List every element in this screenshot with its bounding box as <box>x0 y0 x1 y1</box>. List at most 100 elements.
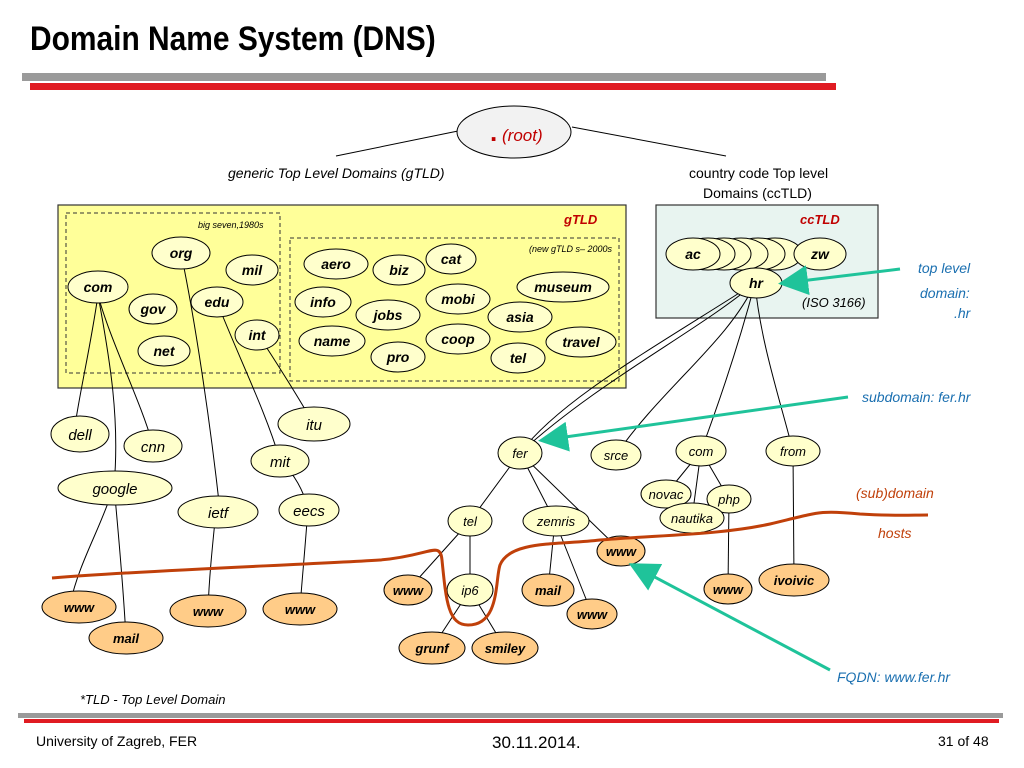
node-zemris <box>522 505 590 537</box>
node-fer-label: fer <box>512 446 528 461</box>
footnote: *TLD - Top Level Domain <box>80 692 226 707</box>
cctld-nodes: ac zw hr <box>665 237 847 299</box>
annotation-fqdn: FQDN: www.fer.hr <box>837 669 951 685</box>
node-hr-label: hr <box>749 275 765 291</box>
host-www-google-label: www <box>64 600 95 615</box>
node-eecs-label: eecs <box>293 503 325 520</box>
node-nautika-label: nautika <box>671 511 713 526</box>
node-jobs-label: jobs <box>372 307 403 323</box>
node-srce-label: srce <box>604 448 629 463</box>
host-www-ietf <box>169 594 247 628</box>
node-net-label: net <box>154 343 176 359</box>
node-mit <box>250 444 310 478</box>
host-smiley-label: smiley <box>485 641 526 656</box>
host-ivoivic <box>758 563 830 597</box>
node-ietf <box>177 495 259 529</box>
node-php <box>706 484 752 514</box>
node-cat-label: cat <box>441 251 463 267</box>
node-asia <box>487 301 553 333</box>
node-zw-label: zw <box>810 246 830 262</box>
host-mail-zemris-label: mail <box>535 583 561 598</box>
title-underline-red <box>30 83 836 90</box>
node-mobi <box>425 283 491 315</box>
node-aero-label: aero <box>321 256 351 272</box>
node-ac-label: ac <box>685 246 701 262</box>
footer-bar-red <box>24 719 999 723</box>
host-ivoivic-label: ivoivic <box>774 573 815 588</box>
node-ac <box>665 237 721 271</box>
node-tel <box>447 505 493 537</box>
node-tel-gtld-label: tel <box>510 350 527 366</box>
gtld-heading: generic Top Level Domains (gTLD) <box>228 165 445 181</box>
root-label: (root) <box>502 126 543 145</box>
annotation-subdomain: subdomain: fer.hr <box>862 389 972 405</box>
node-aero <box>303 248 369 280</box>
other-domain-nodes: dell cnn google itu mit ietf eecs <box>50 406 351 529</box>
node-jobs <box>355 299 421 331</box>
node-name <box>298 325 366 357</box>
node-museum <box>516 271 610 303</box>
cctld-box-label: ccTLD <box>800 212 840 227</box>
node-edu-label: edu <box>205 294 230 310</box>
host-www-ietf-label: www <box>193 604 224 619</box>
node-from-label: from <box>780 444 806 459</box>
annotation-hosts: hosts <box>878 525 911 541</box>
node-pro-label: pro <box>386 349 410 365</box>
cctld-heading-line1: country code Top level <box>689 165 828 181</box>
node-museum-label: museum <box>534 279 592 295</box>
annotation-top-level-1: top level <box>918 260 971 276</box>
host-mail-zemris <box>521 573 575 607</box>
iso-label: (ISO 3166) <box>802 295 866 310</box>
host-www-fer <box>596 535 646 567</box>
new-gtld-label: (new gTLD s– 2000s <box>529 244 613 254</box>
node-zemris-label: zemris <box>536 514 576 529</box>
arrow-fqdn <box>628 563 831 672</box>
node-tel-label: tel <box>463 514 478 529</box>
host-mail-google <box>88 621 164 655</box>
root-dot: . <box>490 117 497 147</box>
host-www-tel <box>383 574 433 606</box>
node-edu <box>190 286 244 318</box>
node-google-label: google <box>92 481 137 498</box>
gtld-box-label: gTLD <box>563 212 598 227</box>
arrow-top-level <box>778 265 901 296</box>
node-dell-label: dell <box>68 427 92 444</box>
big-seven-label: big seven,1980s <box>198 220 264 230</box>
node-com-hr <box>675 435 727 467</box>
node-mobi-label: mobi <box>441 291 476 307</box>
node-tel-gtld <box>490 342 546 374</box>
title-underline-gray <box>22 73 826 81</box>
host-www-php <box>703 573 753 605</box>
node-biz <box>372 254 426 286</box>
node-php-label: php <box>717 492 740 507</box>
big-seven-nodes: org mil com edu gov int net <box>67 236 280 367</box>
host-grunf-label: grunf <box>414 641 450 656</box>
new-gtld-box <box>289 237 620 382</box>
node-name-label: name <box>314 333 351 349</box>
host-www-eecs-label: www <box>285 602 316 617</box>
host-www-eecs <box>262 592 338 626</box>
host-www-fer-label: www <box>606 544 637 559</box>
node-travel <box>545 326 617 358</box>
cctld-heading-line2: Domains (ccTLD) <box>703 185 812 201</box>
node-coop-label: coop <box>441 331 475 347</box>
node-mit-label: mit <box>270 454 291 471</box>
footer-institution: University of Zagreb, FER <box>36 733 198 749</box>
node-travel-label: travel <box>562 334 600 350</box>
host-www-php-label: www <box>713 582 744 597</box>
node-cnn <box>123 429 183 463</box>
node-org <box>151 236 211 270</box>
footer-date: 30.11.2014. <box>492 733 581 752</box>
node-zw <box>793 237 847 271</box>
node-int <box>234 319 280 351</box>
node-cat <box>425 243 477 275</box>
node-mil <box>225 254 279 286</box>
node-com <box>67 270 129 304</box>
node-novac <box>640 479 692 509</box>
node-google <box>57 470 173 506</box>
node-ietf-label: ietf <box>208 505 230 522</box>
node-fer <box>497 436 543 470</box>
footer-bar-gray <box>18 713 1003 718</box>
node-coop <box>425 323 491 355</box>
